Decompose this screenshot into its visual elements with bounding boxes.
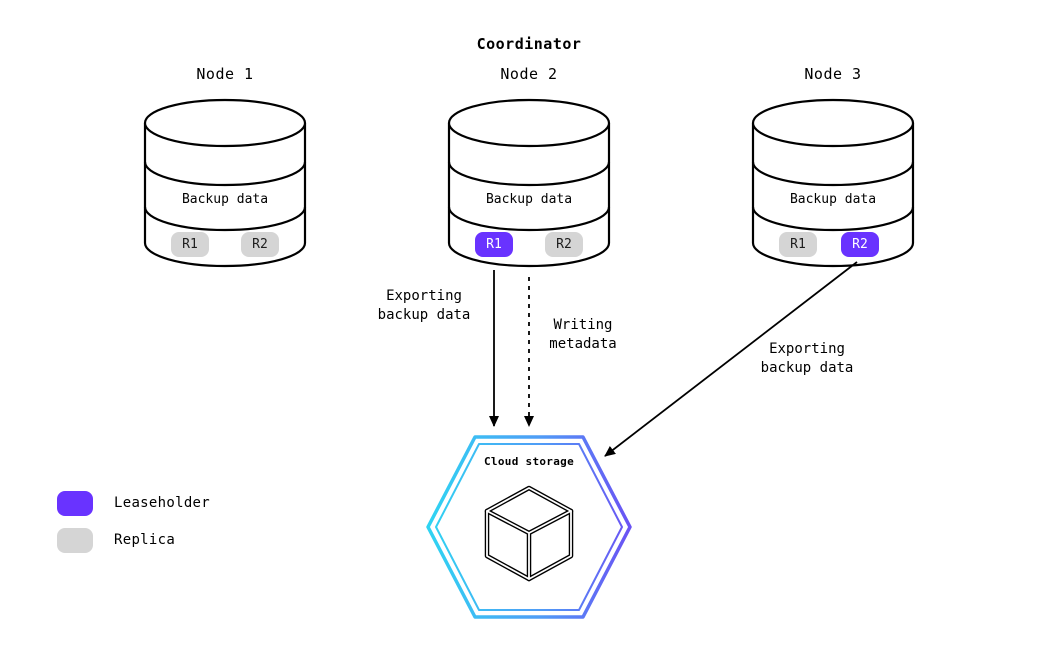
node-3-leaseholder-r2-badge: R2 xyxy=(841,232,879,257)
node-1-replica-r1-badge: R1 xyxy=(171,232,209,257)
legend-replica-label: Replica xyxy=(114,532,176,548)
node-1-database-cylinder xyxy=(143,98,307,268)
diagram-title: Coordinator xyxy=(476,35,582,53)
node-2-leaseholder-r1-badge: R1 xyxy=(475,232,513,257)
node-3-database-cylinder xyxy=(751,98,915,268)
legend-leaseholder-label: Leaseholder xyxy=(114,495,211,511)
legend-leaseholder-swatch xyxy=(57,491,93,516)
node-3-replica-r1-badge: R1 xyxy=(779,232,817,257)
node-2-label: Node 2 xyxy=(500,65,558,83)
export-backup-label-node3: Exporting backup data xyxy=(760,341,854,376)
node-2-replica-r2-badge: R2 xyxy=(545,232,583,257)
export-backup-arrow-node3 xyxy=(604,261,858,457)
node-3-label: Node 3 xyxy=(804,65,862,83)
node-2-backup-data-label: Backup data xyxy=(485,192,573,207)
node-1-backup-data-label: Backup data xyxy=(181,192,269,207)
export-backup-label-node2: Exporting backup data xyxy=(377,288,471,323)
writing-metadata-label: Writing metadata xyxy=(549,317,617,352)
node-1-replica-r2-badge: R2 xyxy=(241,232,279,257)
node-3-backup-data-label: Backup data xyxy=(789,192,877,207)
storage-cube-icon xyxy=(484,485,574,582)
node-2-database-cylinder xyxy=(447,98,611,268)
node-1-label: Node 1 xyxy=(196,65,254,83)
legend-replica-swatch xyxy=(57,528,93,553)
cloud-storage-label: Cloud storage xyxy=(484,455,574,468)
